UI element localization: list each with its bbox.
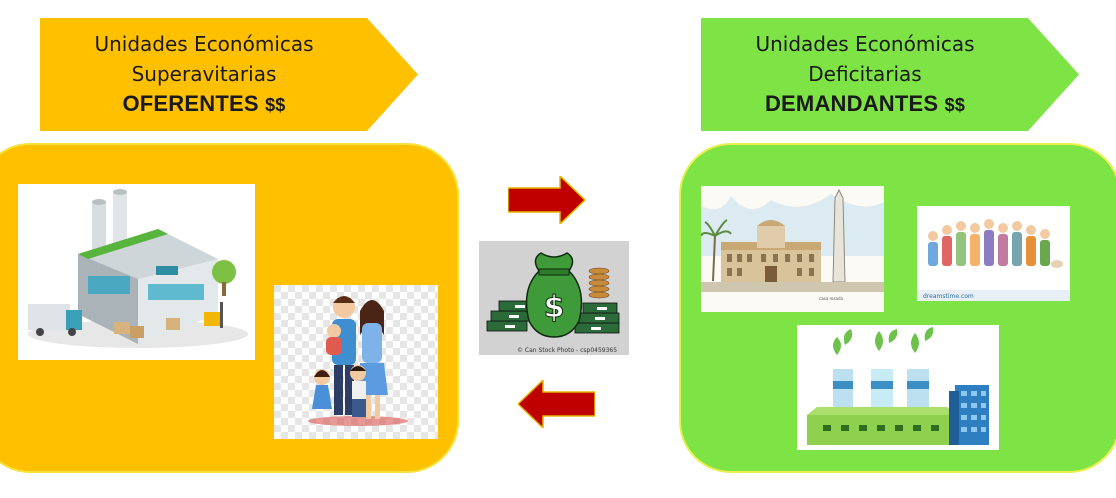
government-palace-sketch: casa rosada (701, 186, 884, 312)
factory-icon (18, 184, 255, 360)
dreamstime-watermark: dreamstime.com (923, 293, 974, 300)
green-factory-icon (797, 325, 999, 450)
green-factory-illustration (797, 325, 999, 450)
banner-line-1: Unidades Económicas (755, 32, 975, 56)
palace-icon: casa rosada (701, 186, 884, 312)
family-icon (274, 285, 438, 439)
money-bag-icon: $ (479, 241, 629, 355)
banner-line-2: Superavitarias (131, 62, 277, 86)
oferentes-label: OFERENTES (122, 91, 259, 116)
arrow-left-icon (518, 380, 595, 428)
family-illustration (274, 285, 438, 439)
svg-text:casa rosada: casa rosada (819, 296, 844, 301)
money-bag-illustration: $ © Can Stock Photo - csp0459365 (479, 241, 629, 355)
banner-line-2: Deficitarias (808, 62, 922, 86)
demandantes-label: DEMANDANTES (764, 91, 939, 116)
banner-demandantes: Unidades Económicas Deficitarias DEMANDA… (701, 18, 1079, 131)
banner-oferentes: Unidades Económicas Superavitarias OFERE… (40, 18, 418, 131)
factory-illustration (18, 184, 255, 360)
family-group-icon: dreamstime.com (917, 206, 1070, 301)
currency-label: $$ (265, 95, 286, 115)
svg-text:$: $ (544, 290, 565, 325)
family-group-illustration: dreamstime.com (917, 206, 1070, 301)
money-caption: © Can Stock Photo - csp0459365 (517, 347, 618, 354)
currency-label: $$ (944, 95, 966, 115)
banner-line-1: Unidades Económicas (94, 32, 314, 56)
banner-strong-line: DEMANDANTES $$ (765, 89, 965, 120)
banner-strong-line: OFERENTES $$ (122, 89, 285, 120)
arrow-right-icon (508, 176, 585, 224)
